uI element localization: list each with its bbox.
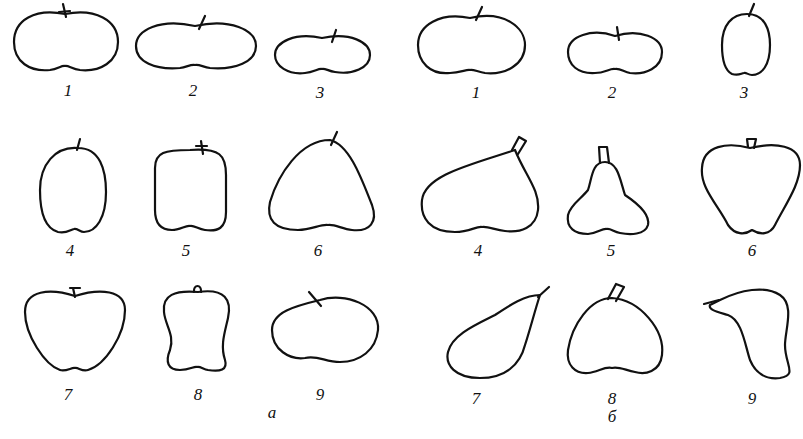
- stem: [599, 147, 609, 163]
- stem: [704, 300, 719, 304]
- figure-number: 7: [472, 390, 481, 407]
- figure-number: 7: [64, 386, 73, 403]
- pear-shape: [702, 145, 800, 233]
- figure-number: 8: [608, 390, 617, 407]
- pear-shape: [568, 298, 663, 373]
- pear-shape: [568, 162, 649, 234]
- stem: [749, 4, 754, 16]
- stem: [538, 287, 549, 297]
- figure-number: 8: [194, 386, 203, 403]
- figure-number: 1: [64, 82, 73, 99]
- stem: [332, 30, 336, 42]
- apple-shape: [25, 292, 125, 371]
- pear-shape: [447, 295, 540, 378]
- apple-shape: [272, 298, 378, 362]
- apple-shape: [164, 291, 229, 370]
- stem: [77, 139, 80, 150]
- apple-shape: [155, 150, 226, 231]
- pear-shape: [722, 14, 770, 75]
- stem: [476, 7, 482, 20]
- pear-shape: [418, 16, 525, 73]
- figure-number: 9: [316, 386, 325, 403]
- figure-number: 6: [748, 242, 757, 259]
- stem: [201, 141, 203, 154]
- stem: [608, 284, 624, 301]
- stem: [73, 288, 75, 297]
- apple-shape: [14, 12, 118, 70]
- pear-shape: [422, 150, 538, 232]
- figure-number: 1: [472, 84, 481, 101]
- figure-number: 4: [66, 242, 75, 259]
- figure-number: 2: [189, 82, 198, 99]
- stem: [747, 139, 756, 148]
- stem: [331, 132, 337, 145]
- group-letter: б: [608, 408, 617, 425]
- stem: [196, 145, 207, 147]
- group-letter: а: [268, 404, 277, 421]
- figure-number: 3: [316, 84, 325, 101]
- pear-shape: [710, 290, 790, 379]
- figure-number: 5: [607, 242, 616, 259]
- stem: [194, 286, 201, 292]
- figure-number: 9: [748, 390, 757, 407]
- apple-shape: [275, 36, 370, 73]
- apple-shape: [269, 140, 374, 230]
- stem: [59, 11, 70, 12]
- figure-number: 4: [474, 242, 483, 259]
- figure-number: 2: [608, 84, 617, 101]
- figure-number: 6: [314, 242, 323, 259]
- stem: [199, 16, 205, 29]
- pear-shape: [568, 33, 662, 73]
- stem: [512, 137, 526, 154]
- figure-number: 5: [182, 242, 191, 259]
- apple-shape: [40, 148, 106, 233]
- apple-shape: [136, 23, 256, 68]
- stem: [70, 287, 80, 289]
- stem: [309, 292, 321, 306]
- figure-number: 3: [740, 84, 749, 101]
- stem: [617, 27, 619, 40]
